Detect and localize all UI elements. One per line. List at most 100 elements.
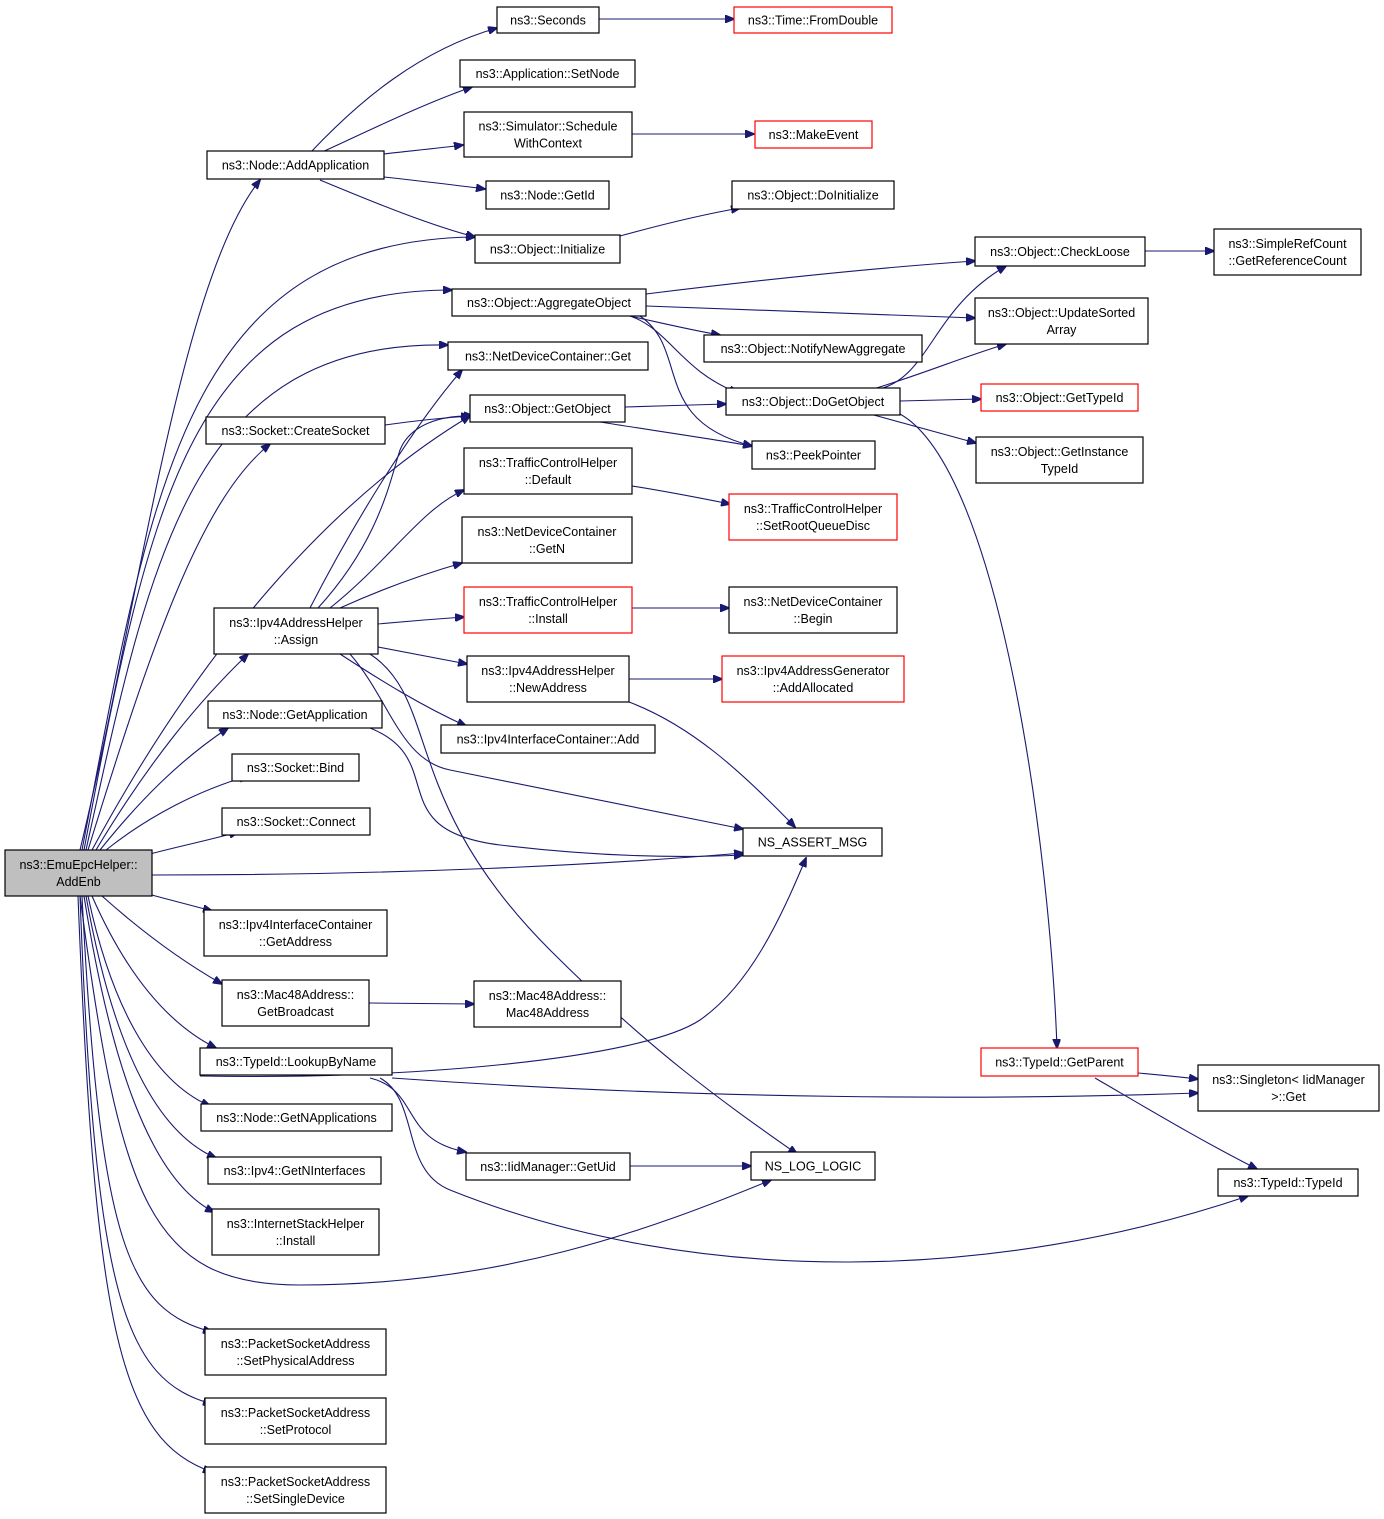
node-label: ::SetPhysicalAddress — [236, 1354, 354, 1368]
edge — [629, 315, 738, 393]
node-box — [980, 383, 1139, 412]
graph-node-ndcbegin[interactable]: ns3::NetDeviceContainer::Begin — [728, 586, 898, 634]
graph-node-newaddress[interactable]: ns3::Ipv4AddressHelper::NewAddress — [466, 655, 630, 703]
graph-node-singleton[interactable]: ns3::Singleton< IidManager>::Get — [1197, 1064, 1380, 1112]
node-label: ::AddAllocated — [773, 681, 854, 695]
node-label: ns3::PacketSocketAddress — [221, 1475, 370, 1489]
graph-node-typeid[interactable]: ns3::TypeId::TypeId — [1217, 1168, 1359, 1197]
node-label: ns3::Seconds — [510, 14, 586, 28]
node-box — [461, 516, 633, 564]
graph-node-checkloose[interactable]: ns3::Object::CheckLoose — [974, 236, 1146, 267]
node-box — [975, 436, 1144, 484]
node-box — [204, 1328, 387, 1376]
graph-node-ishinstall[interactable]: ns3::InternetStackHelper::Install — [211, 1208, 380, 1256]
graph-node-fromdouble[interactable]: ns3::Time::FromDouble — [733, 6, 893, 34]
graph-node-aggregate[interactable]: ns3::Object::AggregateObject — [451, 288, 647, 317]
graph-node-getparent[interactable]: ns3::TypeId::GetParent — [980, 1047, 1139, 1077]
node-label: ns3::PeekPointer — [766, 449, 861, 463]
graph-node-getnapps[interactable]: ns3::Node::GetNApplications — [200, 1103, 393, 1132]
edge — [79, 180, 260, 851]
node-label: ::GetReferenceCount — [1228, 254, 1347, 268]
graph-node-refcount[interactable]: ns3::SimpleRefCount::GetReferenceCount — [1213, 228, 1362, 276]
graph-node-createsocket[interactable]: ns3::Socket::CreateSocket — [205, 416, 386, 445]
graph-node-peekpointer[interactable]: ns3::PeekPointer — [751, 440, 876, 470]
edge — [79, 895, 771, 1286]
graph-node-dogetobject[interactable]: ns3::Object::DoGetObject — [725, 387, 901, 416]
graph-node-doinit[interactable]: ns3::Object::DoInitialize — [731, 180, 895, 210]
node-label: ns3::Object::GetInstance — [991, 445, 1129, 459]
node-label: ns3::Singleton< IidManager — [1212, 1073, 1365, 1087]
graph-node-iicgetaddr[interactable]: ns3::Ipv4InterfaceContainer::GetAddress — [203, 909, 388, 957]
edge — [79, 895, 212, 1404]
graph-node-connect[interactable]: ns3::Socket::Connect — [221, 807, 371, 836]
graph-node-setsingle[interactable]: ns3::PacketSocketAddress::SetSingleDevic… — [204, 1466, 387, 1514]
node-label: ns3::Node::GetApplication — [222, 708, 367, 722]
graph-node-tchinstall[interactable]: ns3::TrafficControlHelper::Install — [463, 586, 633, 634]
graph-node-setrootqd[interactable]: ns3::TrafficControlHelper::SetRootQueueD… — [728, 493, 898, 541]
graph-node-addapp[interactable]: ns3::Node::AddApplication — [206, 150, 385, 180]
node-label: ns3::NetDeviceContainer — [744, 595, 883, 609]
node-box — [474, 234, 621, 264]
edge — [645, 261, 975, 295]
node-box — [200, 1103, 393, 1132]
node-label: ns3::TrafficControlHelper — [744, 502, 882, 516]
node-label: ::GetAddress — [259, 935, 332, 949]
graph-node-seconds[interactable]: ns3::Seconds — [496, 6, 600, 34]
graph-node-root[interactable]: ns3::EmuEpcHelper::AddEnb — [4, 849, 153, 897]
graph-node-assign[interactable]: ns3::Ipv4AddressHelper::Assign — [213, 607, 379, 655]
node-box — [728, 493, 898, 541]
graph-node-addallocated[interactable]: ns3::Ipv4AddressGenerator::AddAllocated — [721, 655, 905, 703]
node-label: ns3::Socket::CreateSocket — [222, 424, 371, 438]
node-box — [463, 586, 633, 634]
node-box — [703, 334, 923, 363]
node-box — [451, 288, 647, 317]
graph-node-lookupbyname[interactable]: ns3::TypeId::LookupByName — [199, 1047, 393, 1076]
graph-node-bind[interactable]: ns3::Socket::Bind — [231, 753, 360, 782]
graph-node-getid[interactable]: ns3::Node::GetId — [485, 180, 610, 210]
node-label: ::NewAddress — [509, 681, 587, 695]
graph-node-loglogic[interactable]: NS_LOG_LOGIC — [750, 1151, 876, 1181]
node-label: ::SetSingleDevice — [246, 1492, 345, 1506]
graph-node-mac48[interactable]: ns3::Mac48Address::Mac48Address — [473, 980, 622, 1028]
graph-node-setnode[interactable]: ns3::Application::SetNode — [459, 59, 636, 88]
graph-node-ndcgetn[interactable]: ns3::NetDeviceContainer::GetN — [461, 516, 633, 564]
node-box — [754, 120, 873, 149]
node-box — [206, 150, 385, 180]
node-label: ns3::Ipv4AddressGenerator — [737, 664, 890, 678]
graph-node-setphys[interactable]: ns3::PacketSocketAddress::SetPhysicalAdd… — [204, 1328, 387, 1376]
node-label: ns3::SimpleRefCount — [1228, 237, 1347, 251]
graph-node-getnifaces[interactable]: ns3::Ipv4::GetNInterfaces — [207, 1156, 382, 1185]
node-label: ::Install — [528, 612, 568, 626]
edge — [91, 895, 216, 1048]
graph-node-ndcget[interactable]: ns3::NetDeviceContainer::Get — [447, 341, 649, 371]
node-label: ns3::Simulator::Schedule — [479, 120, 618, 134]
edge — [369, 653, 797, 1154]
graph-node-getobject[interactable]: ns3::Object::GetObject — [469, 394, 626, 423]
graph-node-gettypeid[interactable]: ns3::Object::GetTypeId — [980, 383, 1139, 412]
node-box — [207, 1156, 382, 1185]
edge — [383, 145, 463, 155]
edge — [77, 895, 212, 1472]
graph-node-iicadd[interactable]: ns3::Ipv4InterfaceContainer::Add — [440, 724, 656, 754]
graph-node-init[interactable]: ns3::Object::Initialize — [474, 234, 621, 264]
node-label: ns3::Object::GetTypeId — [996, 391, 1124, 405]
graph-node-getuid[interactable]: ns3::IidManager::GetUid — [465, 1152, 631, 1181]
graph-node-assertmsg[interactable]: NS_ASSERT_MSG — [742, 827, 883, 857]
graph-node-setproto[interactable]: ns3::PacketSocketAddress::SetProtocol — [204, 1397, 387, 1445]
graph-node-notifynew[interactable]: ns3::Object::NotifyNewAggregate — [703, 334, 923, 363]
node-label: ns3::EmuEpcHelper:: — [19, 858, 137, 872]
node-label: ns3::Object::NotifyNewAggregate — [721, 342, 906, 356]
graph-node-getapp[interactable]: ns3::Node::GetApplication — [207, 700, 383, 729]
node-label: ns3::Ipv4InterfaceContainer — [219, 918, 373, 932]
node-label: ns3::Object::AggregateObject — [467, 296, 632, 310]
node-label: ::Install — [276, 1234, 316, 1248]
graph-node-makeevent[interactable]: ns3::MakeEvent — [754, 120, 873, 149]
edge — [87, 444, 270, 851]
graph-node-getbroadcast[interactable]: ns3::Mac48Address::GetBroadcast — [221, 979, 370, 1027]
node-label: ::Begin — [794, 612, 833, 626]
graph-node-tchdefault[interactable]: ns3::TrafficControlHelper::Default — [463, 447, 633, 495]
node-box — [1213, 228, 1362, 276]
